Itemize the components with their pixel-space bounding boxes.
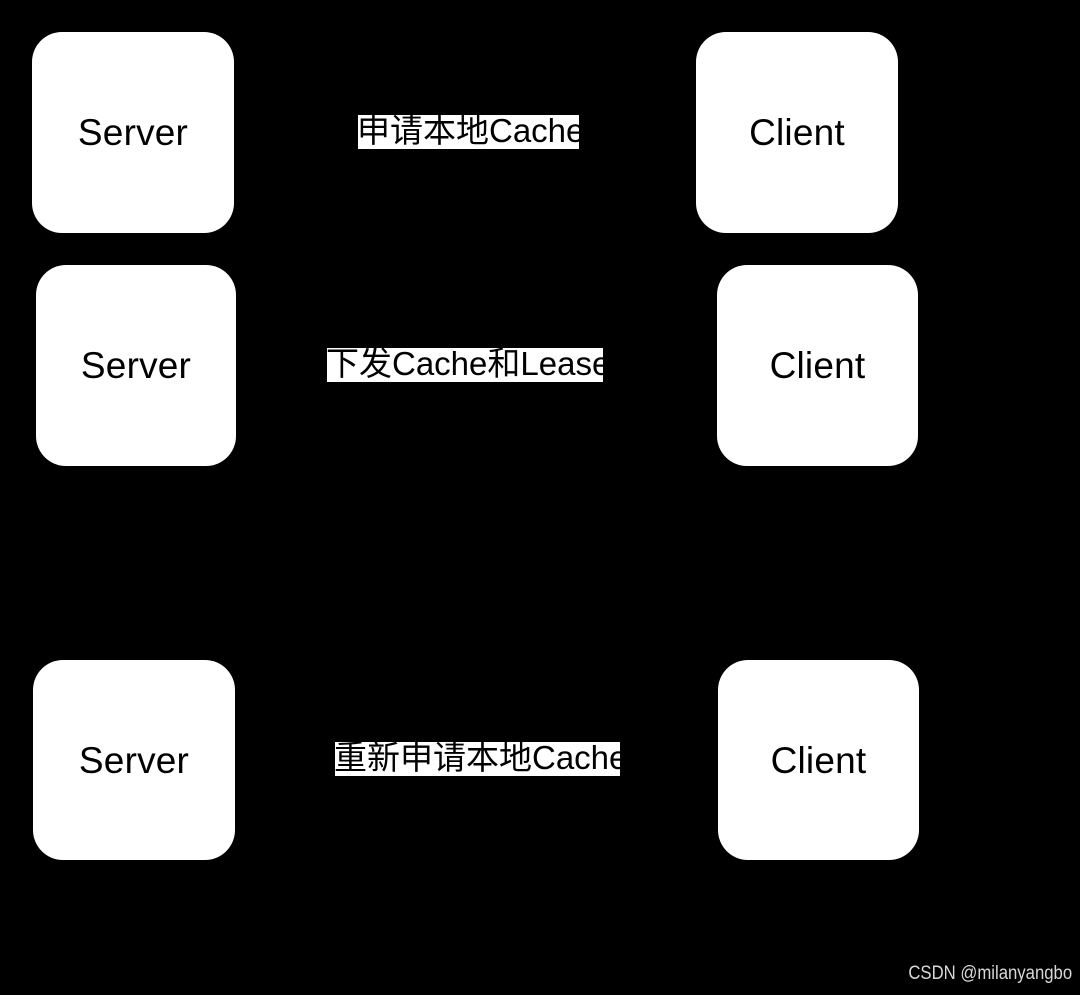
node-label: Server (77, 112, 189, 153)
node-client-2[interactable]: Client (717, 265, 918, 466)
node-label: Client (749, 112, 845, 153)
node-client-3[interactable]: Client (718, 660, 919, 860)
node-label: Client (769, 345, 866, 386)
node-label: Server (78, 739, 190, 781)
node-client-1[interactable]: Client (696, 32, 898, 233)
message-label-text: 重新申请本地Cache (335, 742, 620, 776)
node-server-3[interactable]: Server (33, 660, 235, 860)
node-label: Client (770, 739, 867, 781)
message-label-1: 申请本地Cache (358, 115, 579, 149)
csdn-watermark: CSDN @milanyangbo (908, 963, 1072, 984)
node-label: Server (80, 345, 192, 386)
message-label-text: 申请本地Cache (358, 115, 579, 149)
node-server-2[interactable]: Server (36, 265, 236, 466)
message-label-2: 下发Cache和Lease (327, 348, 603, 382)
node-server-1[interactable]: Server (32, 32, 234, 233)
message-label-3: 重新申请本地Cache (335, 742, 620, 776)
message-label-text: 下发Cache和Lease (327, 348, 603, 382)
